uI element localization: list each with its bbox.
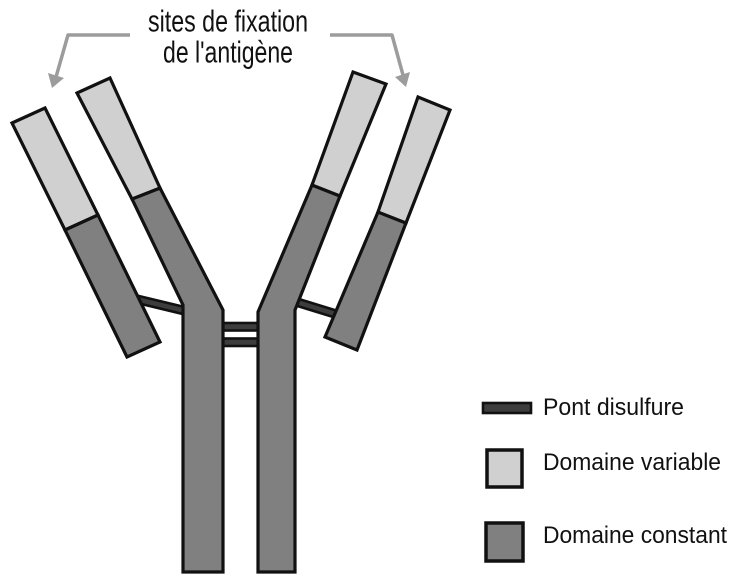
right-heavy-chain [256, 69, 389, 574]
right-arrowhead-icon [395, 72, 410, 87]
figure-title-line1: sites de fixation [148, 4, 308, 39]
figure-title: sites de fixation de l'antigène [148, 4, 308, 70]
legend-label-pont-disulfure: Pont disulfure [543, 394, 684, 421]
right-light-chain-variable-domain [375, 94, 453, 226]
legend-item-domaine-variable: Domaine variable [485, 448, 721, 489]
left-light-chain-variable-domain [9, 105, 101, 233]
legend-label-domaine-constant: Domaine constant [543, 522, 727, 549]
legend-item-pont-disulfure: Pont disulfure [481, 394, 684, 421]
left-callout-line [54, 33, 130, 78]
legend-label-domaine-variable: Domaine variable [543, 449, 721, 476]
left-light-chain-constant-domain [62, 212, 163, 360]
right-callout-line [330, 33, 405, 76]
figure-title-line2: de l'antigène [163, 35, 293, 70]
legend-swatch-pont-disulfure [481, 401, 533, 415]
disulfide-bonds [133, 293, 345, 348]
legend: Pont disulfure Domaine variable Domaine … [481, 394, 727, 563]
disulfide-bond-hinge-upper [218, 321, 263, 332]
disulfide-bond-hinge-lower [218, 337, 263, 348]
right-heavy-chain-variable-domain [309, 69, 389, 199]
right-heavy-chain-constant-domain [256, 182, 343, 574]
left-arrowhead-icon [48, 73, 64, 88]
left-heavy-chain-variable-domain [74, 75, 163, 202]
left-light-chain [9, 105, 163, 360]
antigen-site-callouts [48, 33, 410, 88]
left-heavy-chain [74, 75, 225, 574]
left-heavy-chain-constant-domain [129, 185, 225, 574]
legend-swatch-domaine-constant [484, 521, 525, 563]
right-light-chain-constant-domain [322, 209, 409, 353]
legend-swatch-domaine-variable [485, 448, 524, 489]
right-light-chain [322, 94, 453, 353]
legend-item-domaine-constant: Domaine constant [484, 521, 727, 563]
